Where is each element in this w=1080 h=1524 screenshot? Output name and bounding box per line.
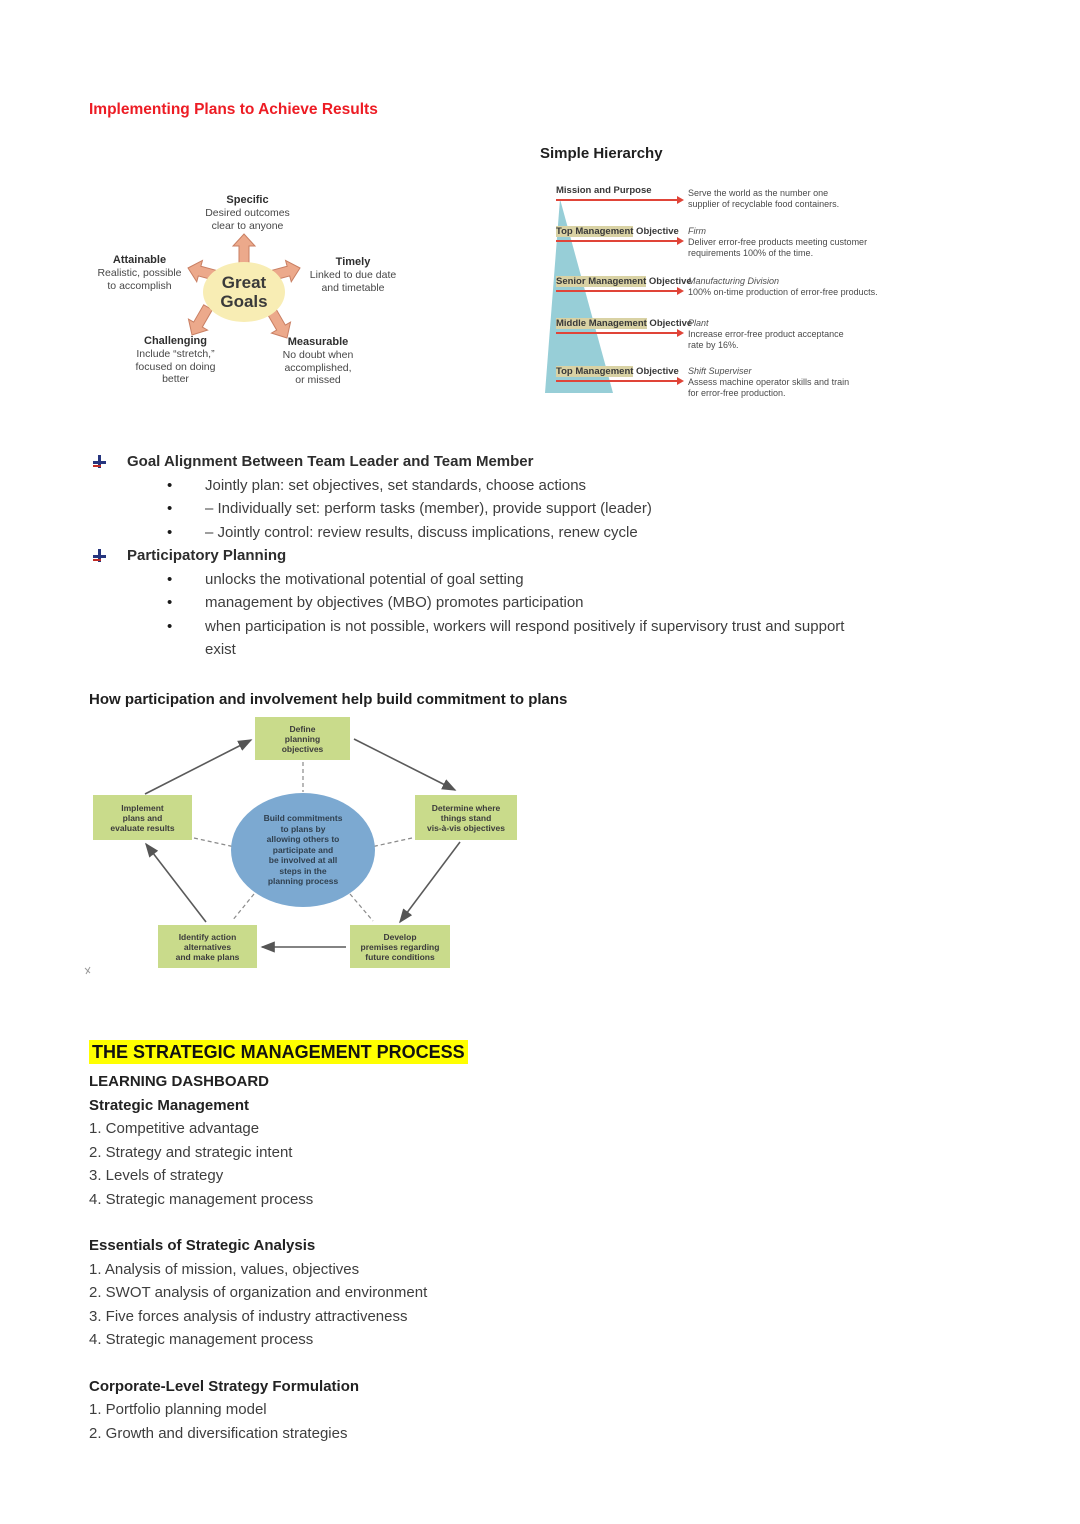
- cycle-arrows: [144, 738, 461, 953]
- list-item: – Jointly control: review results, discu…: [89, 521, 1019, 545]
- goal-label-challenging: Challenging Include “stretch,” focused o…: [135, 335, 216, 385]
- cycle-node-implement: Implement plans and evaluate results: [93, 795, 192, 840]
- participation-cycle-diagram: Define planning objectives Implement pla…: [88, 712, 538, 987]
- goal-label-measurable: Measurable No doubt when accomplished, o…: [282, 336, 354, 386]
- list-item: Goal Alignment Between Team Leader and T…: [89, 450, 1019, 474]
- list-item: 3. Levels of strategy: [89, 1167, 224, 1184]
- list-item: management by objectives (MBO) promotes …: [89, 591, 1019, 615]
- list-item: 4. Strategic management process: [89, 1190, 314, 1208]
- cycle-node-develop: Develop premises regarding future condit…: [350, 925, 450, 968]
- block-heading: Essentials of Strategic Analysis: [89, 1237, 316, 1254]
- list-item: 1. Competitive advantage: [89, 1120, 260, 1137]
- block-items: 1. Portfolio planning model 2. Growth an…: [89, 1398, 1019, 1445]
- participation-heading: How participation and involvement help b…: [89, 691, 568, 708]
- red-arrow: [556, 237, 684, 245]
- list-item: 1. Portfolio planning model: [89, 1401, 267, 1418]
- goal-label-attainable: Attainable Realistic, possible to accomp…: [97, 254, 182, 292]
- list-item: 2. Strategy and strategic intent: [89, 1143, 293, 1161]
- great-goals-center: Great Goals: [203, 262, 285, 322]
- page-title: Implementing Plans to Achieve Results: [89, 101, 378, 118]
- list-item: Jointly plan: set objectives, set standa…: [89, 474, 1019, 498]
- list-item: 2. Growth and diversification strategies: [89, 1424, 348, 1442]
- cycle-center-ellipse: Build commitments to plans by allowing o…: [231, 793, 375, 907]
- learning-dashboard-heading: LEARNING DASHBOARD: [89, 1073, 269, 1090]
- list-item: 2. SWOT analysis of organization and env…: [89, 1284, 428, 1301]
- list-item: 1. Analysis of mission, values, objectiv…: [89, 1260, 360, 1278]
- list-item: Participatory Planning: [89, 544, 1019, 568]
- bullet-list-section: Goal Alignment Between Team Leader and T…: [89, 450, 1019, 662]
- cycle-node-identify: Identify action alternatives and make pl…: [158, 925, 257, 968]
- flag-bullet-icon: [93, 455, 106, 470]
- red-arrow: [556, 196, 684, 204]
- great-goals-diagram: Great Goals Specific Desired outcomes cl…: [90, 188, 420, 403]
- cycle-node-determine: Determine where things stand vis-à-vis o…: [415, 795, 517, 840]
- cycle-node-define: Define planning objectives: [255, 717, 350, 760]
- list-item: 3. Five forces analysis of industry attr…: [89, 1307, 408, 1325]
- red-arrow: [556, 287, 684, 295]
- list-item: 4. Strategic management process: [89, 1331, 314, 1348]
- block-heading: Strategic Management: [89, 1096, 250, 1114]
- list-item: when participation is not possible, work…: [89, 615, 1019, 662]
- red-arrow: [556, 377, 684, 385]
- goal-label-specific: Specific Desired outcomes clear to anyon…: [205, 194, 290, 232]
- simple-hierarchy-diagram: Simple Hierarchy Mission and Purpose Ser…: [540, 145, 980, 405]
- block-items: 1. Analysis of mission, values, objectiv…: [89, 1258, 1019, 1352]
- hierarchy-title: Simple Hierarchy: [540, 145, 663, 162]
- goal-label-timely: Timely Linked to due date and timetable: [309, 256, 397, 294]
- strategic-section: THE STRATEGIC MANAGEMENT PROCESS LEARNIN…: [89, 1040, 1019, 1445]
- red-arrow: [556, 329, 684, 337]
- strategic-title-highlighted: THE STRATEGIC MANAGEMENT PROCESS: [89, 1040, 468, 1064]
- block-items: 1. Competitive advantage 2. Strategy and…: [89, 1117, 1019, 1211]
- flag-bullet-icon: [93, 549, 106, 564]
- list-item: unlocks the motivational potential of go…: [89, 568, 1019, 592]
- hierarchy-triangle: [545, 199, 613, 393]
- list-item: – Individually set: perform tasks (membe…: [89, 497, 1019, 521]
- block-heading: Corporate-Level Strategy Formulation: [89, 1377, 360, 1395]
- stray-pen-mark: [84, 966, 91, 975]
